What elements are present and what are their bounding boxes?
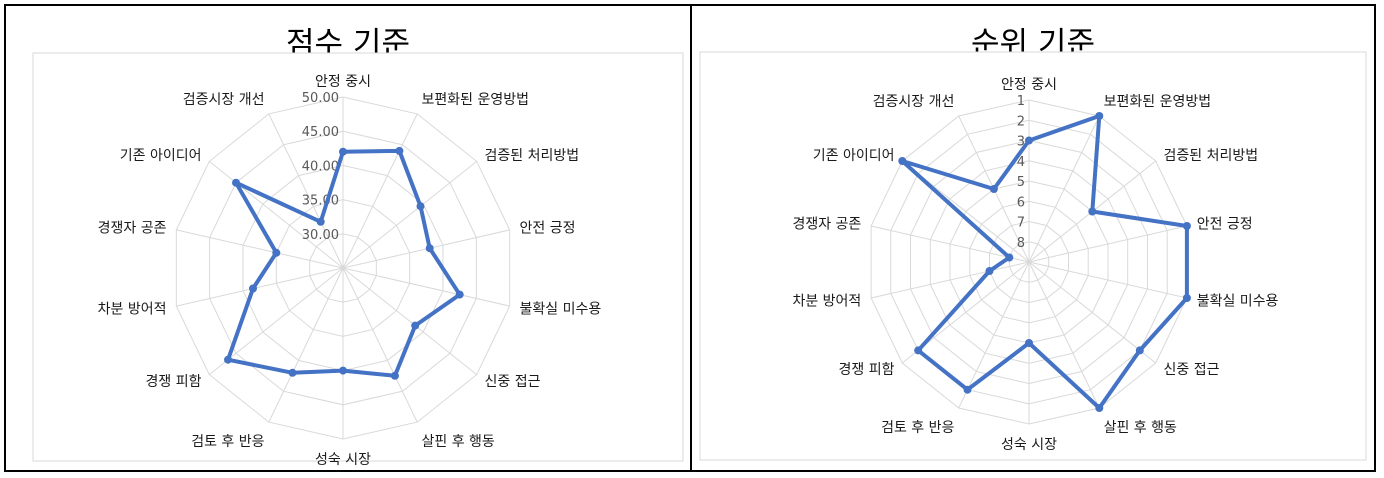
data-point xyxy=(1095,112,1104,120)
category-label: 신중 접근 xyxy=(485,374,541,390)
grid-spoke xyxy=(342,267,478,375)
category-label: 살핀 후 행동 xyxy=(1104,420,1177,436)
category-label: 안전 긍정 xyxy=(1197,217,1253,233)
grid-spoke xyxy=(342,113,418,269)
category-label: 안전 긍정 xyxy=(520,221,576,237)
grid-spoke xyxy=(342,161,478,269)
category-label: 경쟁 피함 xyxy=(146,374,202,390)
grid-spoke xyxy=(1028,261,1188,299)
data-point xyxy=(1005,253,1014,262)
grid-spoke xyxy=(1028,225,1188,263)
panel-divider xyxy=(690,4,692,472)
category-label: 신중 접근 xyxy=(1164,362,1220,378)
category-label: 경쟁자 공존 xyxy=(792,217,861,233)
category-label: 검증시장 개선 xyxy=(183,92,265,108)
grid-spoke xyxy=(1028,115,1100,263)
category-label: 차분 방어적 xyxy=(98,301,167,317)
data-point xyxy=(1182,222,1191,230)
category-label: 차분 방어적 xyxy=(792,293,861,309)
category-label: 검토 후 반응 xyxy=(191,434,264,450)
data-point xyxy=(1095,404,1104,412)
data-point xyxy=(272,248,281,257)
data-point xyxy=(232,178,240,187)
data-point xyxy=(339,147,347,156)
data-point xyxy=(395,146,404,155)
data-point xyxy=(898,157,907,165)
data-point xyxy=(1025,339,1033,347)
data-point xyxy=(985,267,994,275)
category-label: 성숙 시장 xyxy=(1001,437,1057,453)
grid-spoke xyxy=(958,261,1030,409)
grid-spoke xyxy=(208,161,344,269)
data-point xyxy=(316,217,325,226)
grid-spoke xyxy=(342,267,510,307)
data-point xyxy=(411,321,420,330)
tick-label: 8 xyxy=(1017,236,1025,251)
tick-label: 35.00 xyxy=(302,194,339,209)
data-point xyxy=(416,202,425,211)
grid-spoke xyxy=(268,267,344,423)
data-point xyxy=(1135,346,1144,355)
tick-label: 3 xyxy=(1017,135,1025,150)
data-point xyxy=(288,368,297,377)
plot-area xyxy=(699,51,1367,461)
category-label: 검증된 처리방법 xyxy=(1164,148,1259,164)
grid-spoke xyxy=(870,261,1030,299)
category-label: 경쟁자 공존 xyxy=(98,221,167,237)
tick-label: 40.00 xyxy=(302,159,339,174)
category-label: 안정 중시 xyxy=(315,74,371,90)
tick-label: 2 xyxy=(1017,114,1025,129)
category-label: 기존 아이디어 xyxy=(120,148,202,164)
grid-spoke xyxy=(1028,261,1157,364)
grid-spoke xyxy=(342,267,418,423)
grid-spoke xyxy=(268,113,344,269)
data-point xyxy=(989,185,998,193)
data-point xyxy=(390,371,399,380)
data-point xyxy=(249,284,257,293)
category-label: 기존 아이디어 xyxy=(813,148,895,164)
tick-label: 50.00 xyxy=(302,91,339,106)
tick-label: 5 xyxy=(1017,175,1025,190)
category-label: 보편화된 운영방법 xyxy=(422,92,530,108)
data-point xyxy=(425,244,434,253)
data-point xyxy=(339,366,347,375)
grid-spoke xyxy=(176,229,344,269)
category-label: 검토 후 반응 xyxy=(881,420,954,436)
tick-label: 6 xyxy=(1017,195,1025,210)
category-label: 불확실 미수용 xyxy=(520,301,602,317)
grid-spoke xyxy=(1028,261,1100,409)
data-point xyxy=(224,355,232,364)
category-label: 성숙 시장 xyxy=(315,452,371,468)
category-label: 불확실 미수용 xyxy=(1197,293,1279,309)
category-label: 안정 중시 xyxy=(1001,77,1057,93)
category-label: 살핀 후 행동 xyxy=(422,434,495,450)
tick-label: 45.00 xyxy=(302,125,339,140)
data-point xyxy=(963,385,972,394)
grid-spoke xyxy=(208,267,344,375)
grid-spoke xyxy=(870,225,1030,263)
plot-area xyxy=(32,52,684,462)
tick-label: 7 xyxy=(1017,216,1025,231)
tick-label: 30.00 xyxy=(302,228,339,243)
data-point xyxy=(1025,136,1033,145)
data-point xyxy=(1182,294,1191,302)
data-point xyxy=(914,346,923,355)
category-label: 경쟁 피함 xyxy=(839,362,895,378)
category-label: 검증시장 개선 xyxy=(873,94,955,110)
grid-spoke xyxy=(176,267,344,307)
tick-label: 1 xyxy=(1017,94,1025,109)
data-point xyxy=(1088,207,1097,216)
tick-label: 4 xyxy=(1017,155,1025,170)
category-label: 보편화된 운영방법 xyxy=(1104,94,1212,110)
category-label: 검증된 처리방법 xyxy=(485,148,580,164)
data-point xyxy=(455,290,464,299)
